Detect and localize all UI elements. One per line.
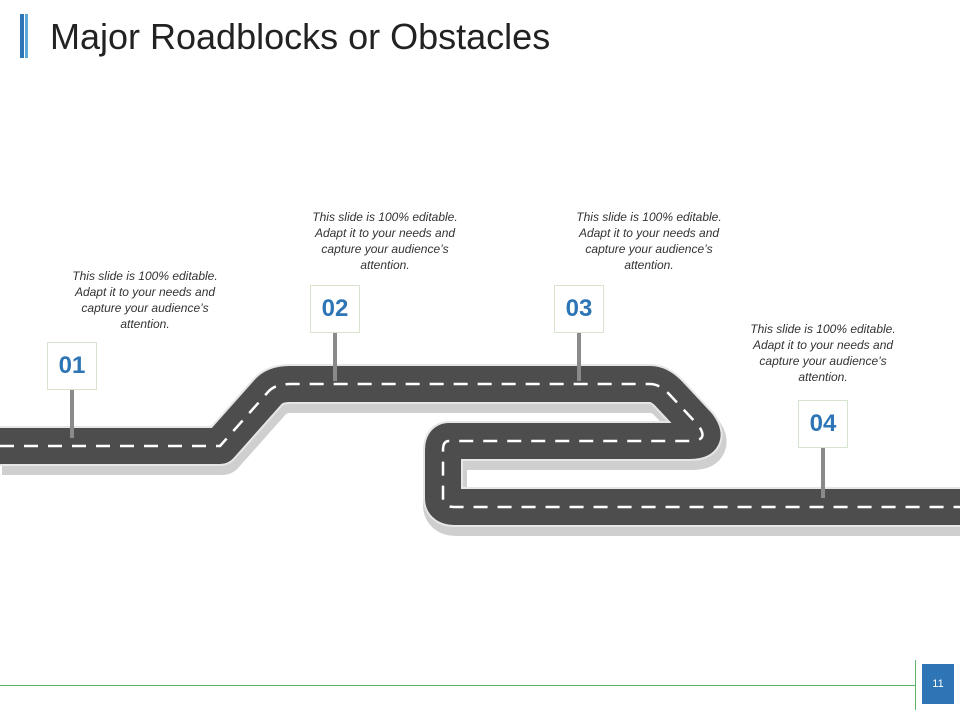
milestone-3-description: This slide is 100% editable. Adapt it to… xyxy=(576,210,722,272)
milestone-1-number: 01 xyxy=(47,342,97,390)
milestone-2-signpost xyxy=(333,333,337,381)
milestone-2-description: This slide is 100% editable. Adapt it to… xyxy=(312,210,458,272)
milestone-4-number: 04 xyxy=(798,400,848,448)
milestone-1-signpost xyxy=(70,390,74,438)
milestone-1-description: This slide is 100% editable. Adapt it to… xyxy=(72,269,218,331)
milestone-4-signpost xyxy=(821,448,825,498)
page-title: Major Roadblocks or Obstacles xyxy=(50,16,551,57)
milestone-3-signpost xyxy=(577,333,581,381)
title-accent-bar xyxy=(20,14,28,58)
footer-vertical-divider xyxy=(915,660,916,710)
milestone-2-number: 02 xyxy=(310,285,360,333)
page-number: 11 xyxy=(922,664,954,704)
footer-divider xyxy=(0,685,915,686)
milestone-4-description: This slide is 100% editable. Adapt it to… xyxy=(750,322,896,384)
milestone-3-number: 03 xyxy=(554,285,604,333)
